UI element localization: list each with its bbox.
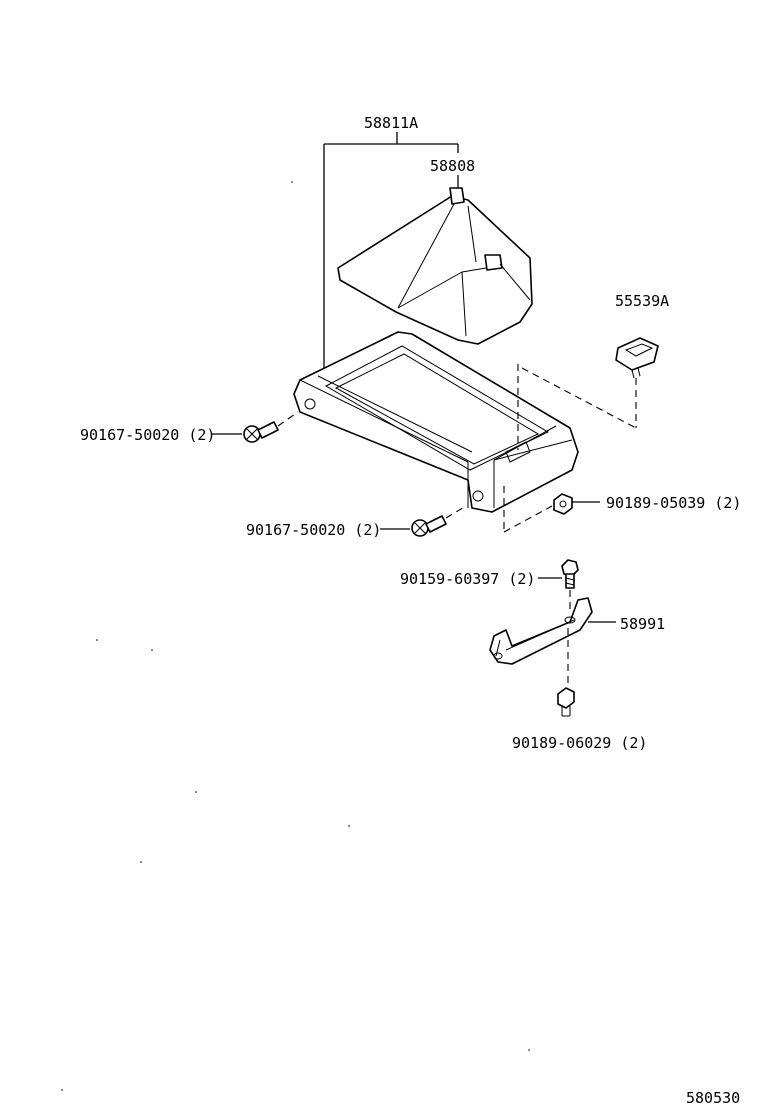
label-nut-bottom: 90189-06029 (2) bbox=[512, 734, 647, 752]
label-58811a: 58811A bbox=[364, 114, 418, 132]
label-screw-bottom: 90167-50020 (2) bbox=[246, 521, 381, 539]
label-bolt-bracket: 90159-60397 (2) bbox=[400, 570, 535, 588]
screw-left-part bbox=[212, 411, 299, 443]
nut-bottom-part bbox=[557, 687, 575, 717]
diagram-code: 580530 bbox=[686, 1089, 740, 1107]
label-55539a: 55539A bbox=[615, 292, 669, 310]
bolt-bracket-part bbox=[538, 559, 579, 614]
label-58808: 58808 bbox=[430, 157, 475, 175]
shift-boot-part bbox=[337, 187, 533, 345]
screw-bottom-part bbox=[380, 505, 467, 537]
nut-right-part bbox=[503, 486, 600, 533]
clip-dashed-leaders bbox=[517, 364, 637, 450]
scan-specks bbox=[61, 181, 530, 1091]
bracket-part bbox=[489, 597, 616, 688]
label-bracket: 58991 bbox=[620, 615, 665, 633]
clip-part bbox=[615, 337, 659, 379]
assembly-bracket-leader bbox=[323, 132, 459, 370]
console-box-part bbox=[293, 331, 579, 513]
label-screw-left: 90167-50020 (2) bbox=[80, 426, 215, 444]
label-nut-right: 90189-05039 (2) bbox=[606, 494, 741, 512]
